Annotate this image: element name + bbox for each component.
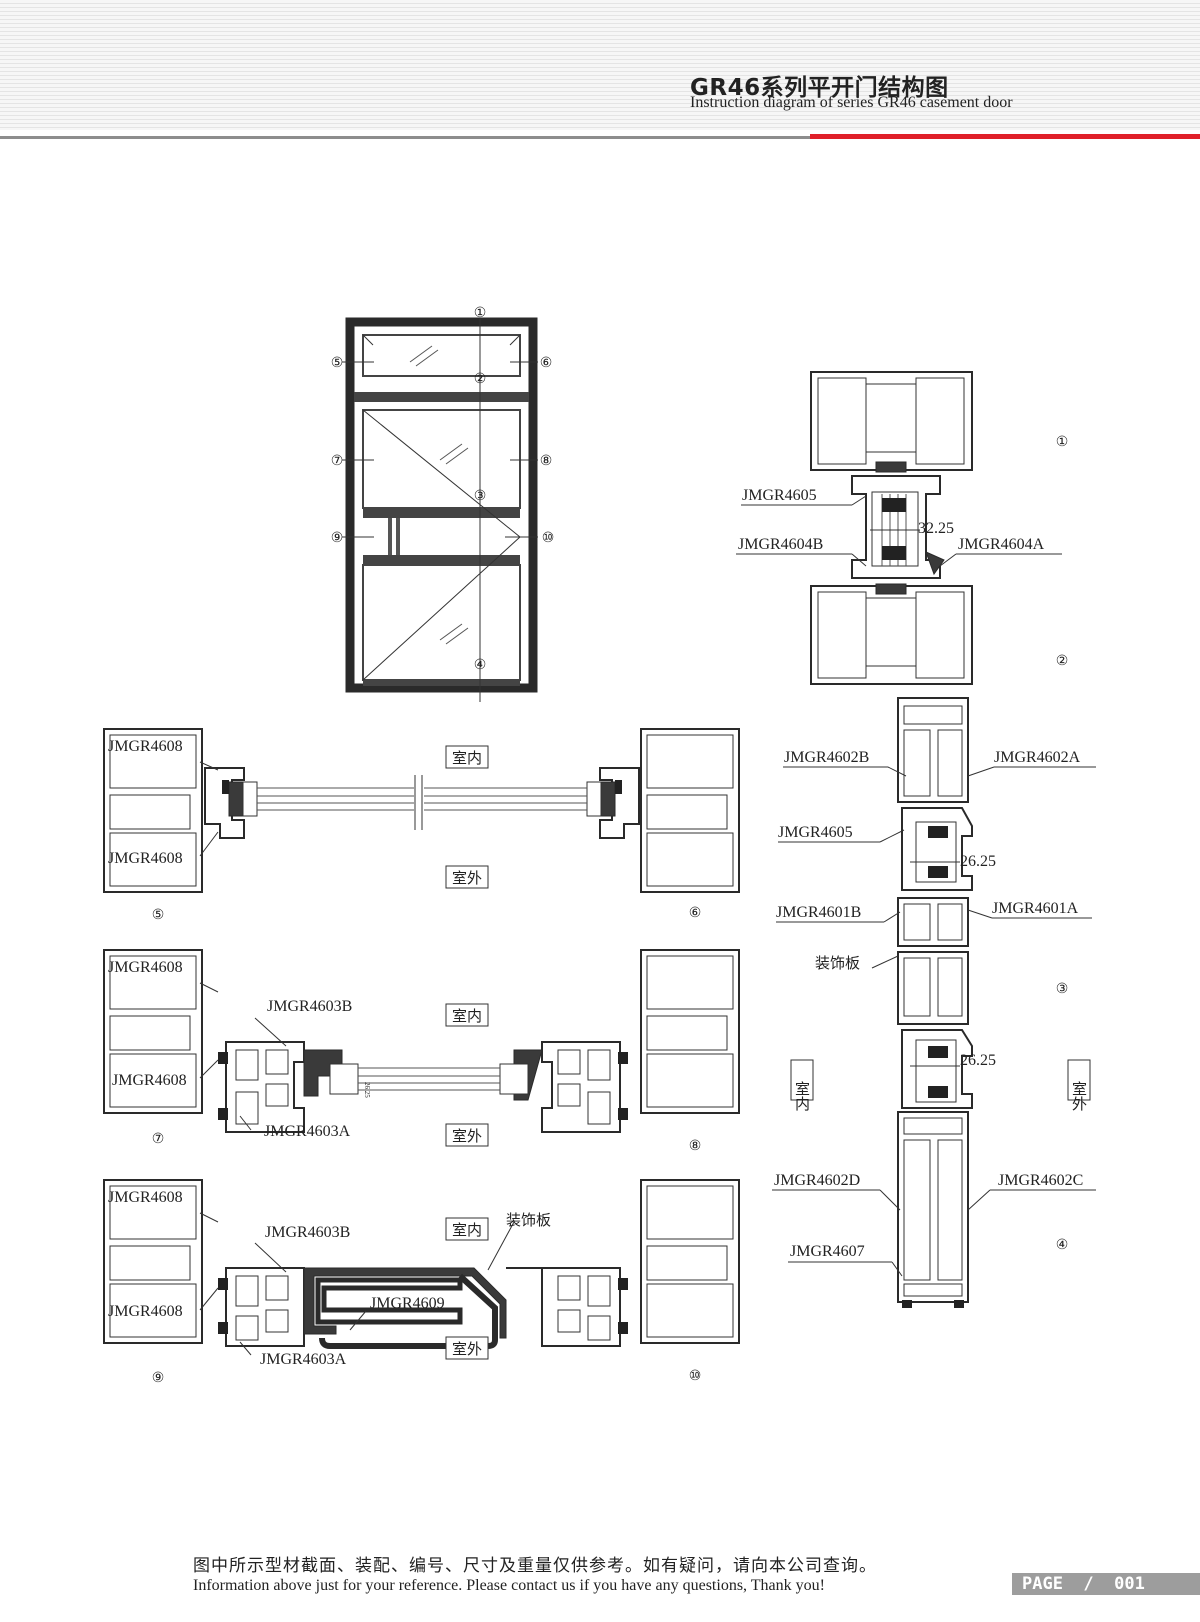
indoor-label-s5: 室内	[452, 749, 482, 767]
elevation-marker-3: ③	[474, 489, 487, 504]
elevation-marker-9: ⑨	[331, 531, 344, 546]
section-7-8: JMGR4608 JMGR4608 JMGR4603B JMGR4603A 26…	[103, 949, 740, 1154]
label-v-4602A: JMGR4602A	[994, 749, 1081, 766]
vertical-num-4: ④	[1056, 1238, 1069, 1253]
indoor-label-s7: 室内	[452, 1007, 482, 1025]
elevation-marker-2: ②	[474, 372, 487, 387]
footer-note-en: Information above just for your referenc…	[193, 1577, 825, 1594]
header-divider-grey	[0, 136, 810, 139]
header-band	[0, 0, 1200, 130]
middle-rail	[363, 508, 520, 518]
label-s9-4609: JMGR4609	[370, 1295, 445, 1312]
label-v-4602C: JMGR4602C	[998, 1172, 1083, 1189]
label-v-deco: 装饰板	[815, 954, 860, 972]
label-s9-4603B: JMGR4603B	[265, 1224, 350, 1241]
elevation-marker-6: ⑥	[540, 356, 553, 371]
section-num-9: ⑨	[152, 1371, 165, 1386]
vertical-num-2: ②	[1056, 654, 1069, 669]
label-s9-deco: 装饰板	[506, 1211, 551, 1229]
section-9-10: JMGR4608 JMGR4608 JMGR4603B JMGR4603A JM…	[103, 1179, 740, 1386]
section-num-10: ⑩	[689, 1369, 702, 1384]
label-v-4604B: JMGR4604B	[738, 536, 823, 553]
label-v-4605-mid: JMGR4605	[778, 824, 853, 841]
elevation-marker-8: ⑧	[540, 454, 553, 469]
vertical-num-1: ①	[1056, 435, 1069, 450]
dim-v-1: 32.25	[918, 520, 954, 537]
outdoor-label-s7: 室外	[452, 1127, 482, 1145]
footer-note-cn: 图中所示型材截面、装配、编号、尺寸及重量仅供参考。如有疑问，请向本公司查询。	[193, 1556, 877, 1576]
outdoor-label-s5: 室外	[452, 869, 482, 887]
section-num-8: ⑧	[689, 1139, 702, 1154]
vertical-num-3: ③	[1056, 982, 1069, 997]
door-elevation: ① ② ③ ④ ⑤ ⑥ ⑦ ⑧ ⑨ ⑩	[331, 306, 555, 702]
outdoor-label-s9: 室外	[452, 1340, 482, 1358]
elevation-marker-4: ④	[474, 658, 487, 673]
section-5-6: JMGR4608 JMGR4608 室内 室外 ⑤ ⑥	[103, 728, 740, 923]
indoor-label-v: 室内	[793, 1081, 811, 1112]
page-number: PAGE / 001	[1012, 1573, 1200, 1595]
label-s7-bottom: JMGR4608	[112, 1072, 187, 1089]
label-s9-bottom: JMGR4608	[108, 1303, 183, 1320]
section-num-5: ⑤	[152, 908, 165, 923]
section-num-6: ⑥	[689, 906, 702, 921]
label-v-4601B: JMGR4601B	[776, 904, 861, 921]
label-v-4602B: JMGR4602B	[784, 749, 869, 766]
label-v-4601A: JMGR4601A	[992, 900, 1079, 917]
page-title-cn: GR46系列平开门结构图	[690, 75, 949, 101]
section-num-7: ⑦	[152, 1132, 165, 1147]
elevation-marker-5: ⑤	[331, 356, 344, 371]
label-s5-bottom: JMGR4608	[108, 850, 183, 867]
label-v-4604A: JMGR4604A	[958, 536, 1045, 553]
elevation-marker-10: ⑩	[542, 531, 555, 546]
transom-bar	[354, 392, 529, 402]
header-divider-red	[810, 134, 1200, 139]
indoor-label-s9: 室内	[452, 1221, 482, 1239]
dim-v-3: 26.25	[960, 1052, 996, 1069]
dim-v-2: 26.25	[960, 853, 996, 870]
dim-s7: 26.25	[363, 1082, 371, 1098]
vertical-section: JMGR4605 JMGR4604B JMGR4604A 32.25 JMGR4…	[736, 371, 1096, 1308]
label-v-4605-top: JMGR4605	[742, 487, 817, 504]
label-v-4602D: JMGR4602D	[774, 1172, 860, 1189]
label-s7-4603B: JMGR4603B	[267, 998, 352, 1015]
label-s9-4603A: JMGR4603A	[260, 1351, 347, 1368]
label-s7-top: JMGR4608	[108, 959, 183, 976]
elevation-marker-1: ①	[474, 306, 487, 321]
page-title-en: Instruction diagram of series GR46 casem…	[690, 94, 1013, 111]
label-s5-top: JMGR4608	[108, 738, 183, 755]
outdoor-label-v: 室外	[1070, 1081, 1088, 1111]
label-s7-4603A: JMGR4603A	[264, 1123, 351, 1140]
label-s9-top: JMGR4608	[108, 1189, 183, 1206]
label-v-4607: JMGR4607	[790, 1243, 865, 1260]
elevation-marker-7: ⑦	[331, 454, 344, 469]
